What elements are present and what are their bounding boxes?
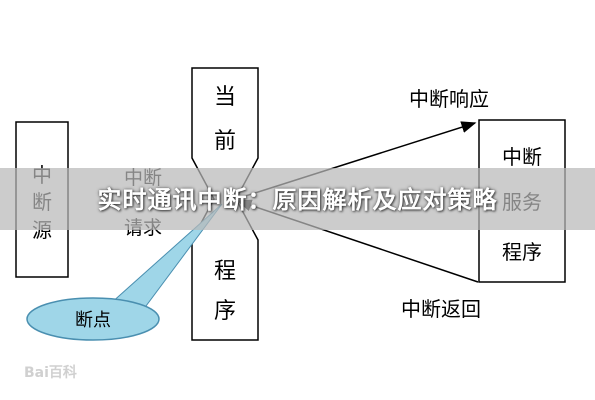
service-routine-line: 中断: [502, 145, 542, 169]
interrupt-return-label: 中断返回: [401, 297, 481, 321]
current-program-char: 程: [214, 259, 236, 284]
current-program-char: 序: [214, 299, 236, 324]
current-program-char: 前: [214, 129, 236, 154]
banner-title: 实时通讯中断：原因解析及应对策略: [97, 186, 498, 214]
watermark-text: Bai百科: [24, 365, 77, 381]
breakpoint-callout: [26, 297, 160, 341]
breakpoint-label: 断点: [75, 310, 111, 331]
service-routine-line: 程序: [502, 240, 542, 264]
interrupt-response-label: 中断响应: [409, 87, 489, 111]
title-banner: [0, 168, 595, 230]
baike-watermark: Bai百科: [24, 362, 77, 382]
current-program-char: 当: [214, 85, 236, 110]
